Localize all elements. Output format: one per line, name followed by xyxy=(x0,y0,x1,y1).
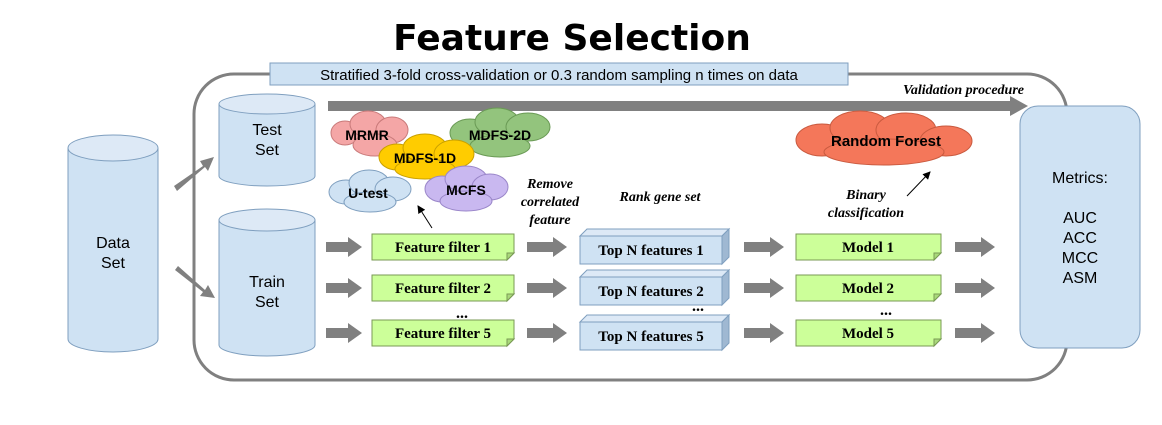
annotation-rank: Rank gene set xyxy=(619,190,702,205)
cloud-random-forest xyxy=(795,110,973,166)
annotation-binary-2: classification xyxy=(828,206,904,221)
arrow-filter-to-top-1 xyxy=(527,237,567,257)
top-features-label-1: Top N features 1 xyxy=(598,243,703,259)
cloud-mrmr xyxy=(330,110,409,157)
cloud-mdfs2d xyxy=(449,107,551,158)
annotation-remove-2: correlated xyxy=(521,195,580,210)
arrow-train-to-filter-2 xyxy=(326,278,362,298)
test-set-label-1: Test xyxy=(252,122,282,139)
top-features-box-3 xyxy=(579,321,723,351)
data-set-label-1: Data xyxy=(96,235,130,252)
feature-filter-label-3: Feature filter 5 xyxy=(395,326,491,342)
metric-mcc: MCC xyxy=(1062,250,1098,267)
arrow-data-to-train xyxy=(175,266,215,298)
train-set-label-1: Train xyxy=(249,274,285,291)
top-features-box-1 xyxy=(579,235,723,265)
data-set-label-2: Set xyxy=(101,255,126,272)
arrow-top-to-model-1 xyxy=(744,237,784,257)
ellipsis-top-features: ... xyxy=(692,298,704,315)
feature-filter-label-2: Feature filter 2 xyxy=(395,281,491,297)
validation-label: Validation procedure xyxy=(903,83,1024,98)
test-set-label-2: Set xyxy=(255,142,280,159)
top-features-label-3: Top N features 5 xyxy=(598,329,703,345)
metric-auc: AUC xyxy=(1063,210,1097,227)
annotation-remove-3: feature xyxy=(529,213,570,228)
cloud-mrmr-label: MRMR xyxy=(345,127,389,143)
arrow-filter-to-top-2 xyxy=(527,278,567,298)
data-set-cylinder xyxy=(67,134,159,353)
cv-banner-box xyxy=(269,62,849,86)
ellipsis-filters: ... xyxy=(456,305,468,322)
diagram-title: Feature Selection xyxy=(393,18,751,59)
arrow-model-to-metrics-1 xyxy=(955,237,995,257)
cloud-mdfs2d-label: MDFS-2D xyxy=(469,127,531,143)
cv-banner-text: Stratified 3-fold cross-validation or 0.… xyxy=(320,67,798,84)
arrow-top-to-model-2 xyxy=(744,278,784,298)
arrow-binary-to-rf xyxy=(906,171,931,197)
model-label-3: Model 5 xyxy=(842,326,894,342)
annotation-remove-1: Remove xyxy=(526,177,573,192)
test-set-cylinder xyxy=(218,93,316,187)
train-set-label-2: Set xyxy=(255,294,280,311)
arrow-model-to-metrics-3 xyxy=(955,323,995,343)
arrow-filter-to-methods xyxy=(417,205,433,229)
top-features-label-2: Top N features 2 xyxy=(598,284,703,300)
cloud-utest xyxy=(328,169,412,213)
pipeline-rows: Feature filter 1 Top N features 1 Model 1 F… xyxy=(326,227,995,352)
feature-filter-label-1: Feature filter 1 xyxy=(395,240,491,256)
annotation-binary-1: Binary xyxy=(845,188,886,203)
metric-asm: ASM xyxy=(1063,270,1098,287)
arrow-top-to-model-3 xyxy=(744,323,784,343)
arrow-data-to-test xyxy=(174,157,214,191)
validation-arrow xyxy=(328,96,1028,116)
arrow-model-to-metrics-2 xyxy=(955,278,995,298)
train-set-cylinder xyxy=(218,208,316,357)
metric-acc: ACC xyxy=(1063,230,1097,247)
cloud-rf-label: Random Forest xyxy=(831,133,941,150)
arrow-train-to-filter-3 xyxy=(326,323,362,343)
top-features-box-2 xyxy=(579,276,723,306)
metrics-box xyxy=(1019,105,1141,349)
model-label-1: Model 1 xyxy=(842,240,894,256)
metrics-title: Metrics: xyxy=(1052,170,1108,187)
ellipsis-models: ... xyxy=(880,302,892,319)
model-label-2: Model 2 xyxy=(842,281,894,297)
cloud-mcfs xyxy=(424,165,509,212)
cloud-mdfs1d-label: MDFS-1D xyxy=(394,150,456,166)
cloud-utest-label: U-test xyxy=(348,185,388,201)
cloud-mcfs-label: MCFS xyxy=(446,182,486,198)
arrow-train-to-filter-1 xyxy=(326,237,362,257)
arrow-filter-to-top-3 xyxy=(527,323,567,343)
